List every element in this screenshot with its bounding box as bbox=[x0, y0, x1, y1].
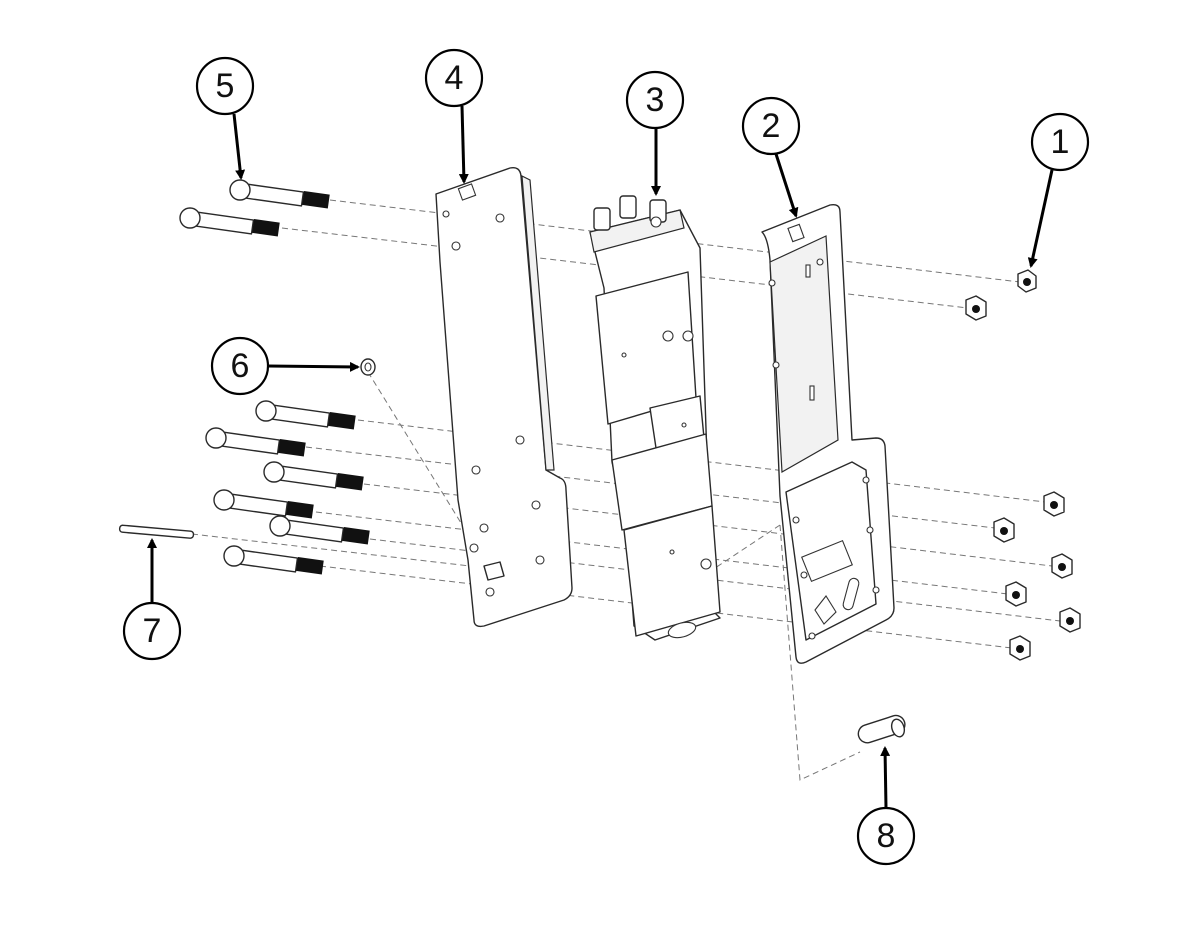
bolts bbox=[179, 179, 370, 575]
callout-8: 8 bbox=[856, 746, 916, 866]
callout-5: 5 bbox=[195, 56, 255, 180]
clip bbox=[360, 358, 376, 376]
callout-6-label: 6 bbox=[231, 347, 250, 385]
callout-2: 2 bbox=[741, 96, 801, 218]
callout-6: 6 bbox=[210, 336, 360, 396]
pin-rod bbox=[118, 524, 195, 539]
callout-3: 3 bbox=[625, 70, 685, 196]
nut-6 bbox=[1005, 581, 1027, 607]
front-mounting-plate bbox=[435, 166, 573, 628]
callout-5-label: 5 bbox=[216, 67, 235, 105]
nut-8 bbox=[1009, 635, 1031, 661]
bolt-mid-3 bbox=[263, 461, 364, 491]
callout-7-label: 7 bbox=[143, 612, 162, 650]
callout-4-label: 4 bbox=[445, 59, 464, 97]
nut-4 bbox=[993, 517, 1015, 543]
bolt-top-2 bbox=[179, 207, 280, 237]
bolt-top-1 bbox=[229, 179, 330, 209]
nut-1 bbox=[1017, 269, 1037, 293]
callout-4: 4 bbox=[424, 48, 484, 184]
callout-1: 1 bbox=[1027, 112, 1090, 268]
nut-3 bbox=[1043, 491, 1065, 517]
bolt-mid-4 bbox=[213, 489, 314, 519]
callout-2-label: 2 bbox=[762, 107, 781, 145]
callout-8-label: 8 bbox=[877, 817, 896, 855]
bolt-mid-5 bbox=[269, 515, 370, 545]
callout-7: 7 bbox=[122, 538, 182, 661]
dowel-pin bbox=[857, 714, 906, 744]
bolt-mid-2 bbox=[205, 427, 306, 457]
nut-5 bbox=[1051, 553, 1073, 579]
bolt-mid-1 bbox=[255, 400, 356, 430]
nut-7 bbox=[1059, 607, 1081, 633]
rear-mounting-plate bbox=[761, 203, 895, 664]
bolt-mid-6 bbox=[223, 545, 324, 575]
callout-1-label: 1 bbox=[1051, 123, 1070, 161]
valve-body bbox=[589, 195, 721, 641]
nuts bbox=[965, 269, 1081, 661]
callout-3-label: 3 bbox=[646, 81, 665, 119]
nut-2 bbox=[965, 295, 987, 321]
